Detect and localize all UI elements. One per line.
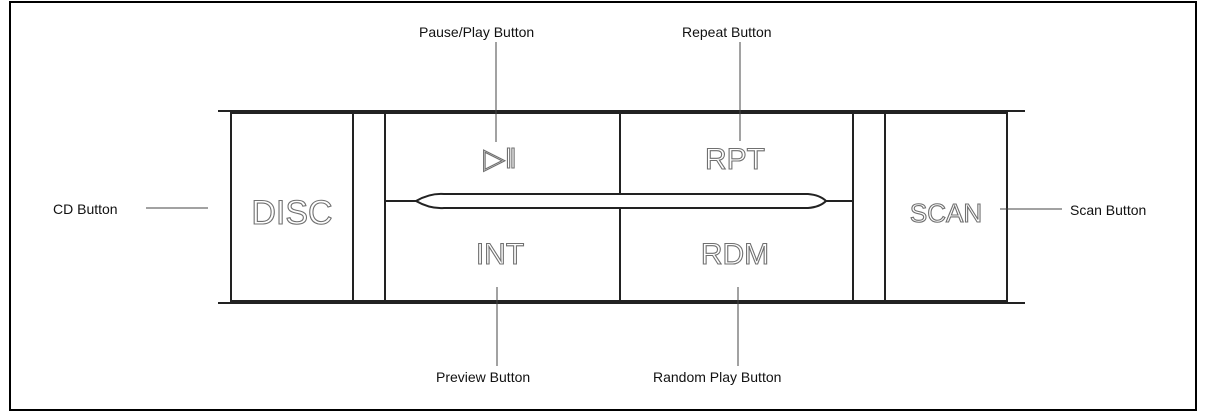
random-play-button[interactable] (619, 200, 854, 302)
scan-callout: Scan Button (1070, 202, 1147, 218)
repeat-button-label: RPT (705, 143, 765, 176)
play-pause-button[interactable] (384, 112, 621, 202)
random-play-callout: Random Play Button (653, 369, 782, 385)
disc-button-label: DISC (251, 194, 332, 232)
scan-button[interactable] (884, 112, 1008, 302)
repeat-callout: Repeat Button (682, 24, 772, 40)
disc-button[interactable] (230, 112, 354, 302)
scan-button-label: SCAN (910, 198, 982, 228)
cd-callout: CD Button (53, 201, 118, 217)
preview-callout: Preview Button (436, 369, 531, 385)
preview-button-label: INT (476, 238, 524, 271)
play-pause-icon: ▷‖ (483, 143, 516, 174)
disc-slot (413, 192, 828, 210)
pause-play-callout: Pause/Play Button (419, 24, 535, 40)
repeat-button[interactable] (619, 112, 854, 202)
left-spacer (352, 112, 386, 302)
right-spacer (852, 112, 886, 302)
random-play-button-label: RDM (701, 238, 769, 271)
